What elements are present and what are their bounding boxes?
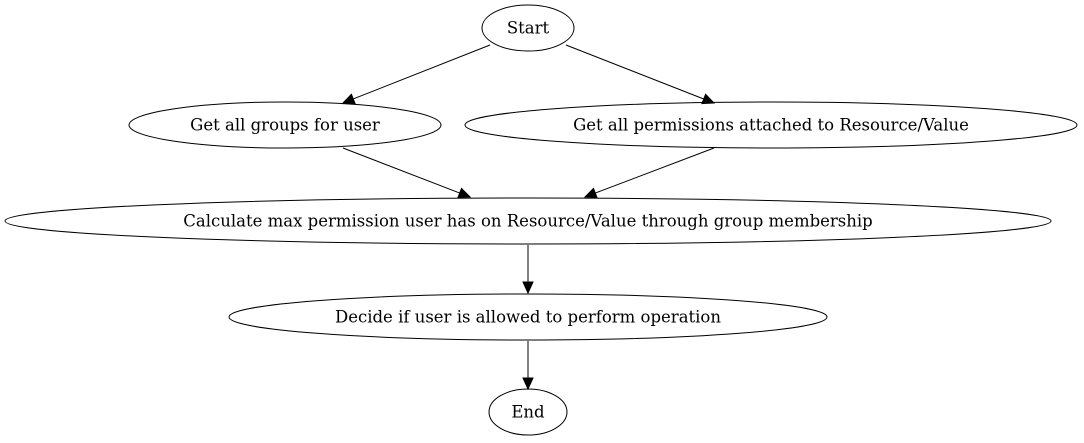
node-ellipse [228,293,828,341]
node-end: End [488,388,568,436]
node-decide: Decide if user is allowed to perform ope… [228,293,828,341]
arrowhead-icon [583,187,598,199]
edge-calculate-to-decide [522,245,534,295]
edge-start-to-permissions [565,44,716,105]
node-label: Get all groups for user [190,116,380,135]
edges-layer [341,44,716,391]
arrowhead-icon [341,93,356,105]
arrowhead-icon [522,281,534,295]
node-label: Decide if user is allowed to perform ope… [335,308,721,327]
arrowhead-icon [522,377,534,391]
node-ellipse [128,101,442,149]
node-ellipse [481,4,575,52]
arrowhead-icon [701,93,716,105]
edge-start-to-groups [341,44,491,105]
node-ellipse [464,101,1078,149]
arrowhead-icon [457,187,472,199]
node-label: End [511,403,545,422]
node-label: Calculate max permission user has on Res… [183,212,873,231]
edge-decide-to-end [522,341,534,391]
node-start: Start [481,4,575,52]
node-label: Get all permissions attached to Resource… [573,116,969,135]
edge-line [595,147,715,194]
node-groups: Get all groups for user [128,101,442,149]
node-label: Start [507,19,550,38]
edge-groups-to-calculate [342,147,472,199]
node-calculate: Calculate max permission user has on Res… [4,197,1052,245]
node-ellipse [488,388,568,436]
node-ellipse [4,197,1052,245]
edge-line [342,147,460,194]
node-permissions: Get all permissions attached to Resource… [464,101,1078,149]
edge-line [353,44,491,100]
edge-permissions-to-calculate [583,147,715,199]
edge-line [565,44,704,100]
